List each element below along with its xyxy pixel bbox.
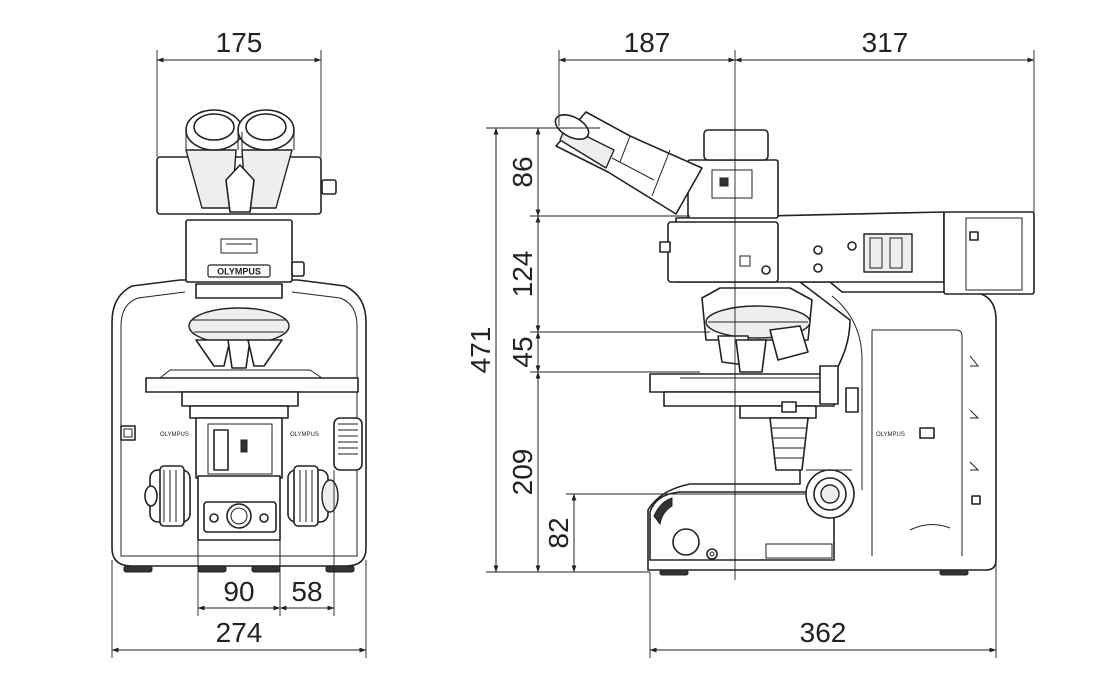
front-right-brand-label: OLYMPUS — [290, 432, 319, 438]
front-brand-logo: OLYMPUS — [217, 267, 261, 277]
dim-side-stage-height: 209 — [507, 449, 538, 496]
side-view-microscope: OLYMPUS — [554, 111, 1035, 576]
dim-side-head-height: 86 — [507, 156, 538, 187]
dim-side-total-height: 471 — [465, 327, 496, 374]
dimension-lines — [111, 50, 1035, 658]
dim-front-inner-left: 90 — [223, 576, 254, 607]
dim-side-top-left: 187 — [624, 27, 671, 58]
dim-front-inner-right: 58 — [291, 576, 322, 607]
dim-side-nosepiece-height: 45 — [507, 336, 538, 367]
dimension-labels: 175 274 90 58 187 317 362 471 86 124 45 … — [216, 27, 909, 648]
front-view-microscope: OLYMPUS — [111, 109, 367, 573]
dim-side-arm-height: 124 — [507, 251, 538, 298]
side-brand-label: OLYMPUS — [876, 432, 905, 438]
dim-side-top-right: 317 — [862, 27, 909, 58]
dim-side-base-depth: 362 — [800, 617, 847, 648]
dim-front-base-width: 274 — [216, 617, 263, 648]
dim-side-focus-height: 82 — [543, 517, 574, 548]
front-left-brand-label: OLYMPUS — [160, 432, 189, 438]
dim-front-top-width: 175 — [216, 27, 263, 58]
